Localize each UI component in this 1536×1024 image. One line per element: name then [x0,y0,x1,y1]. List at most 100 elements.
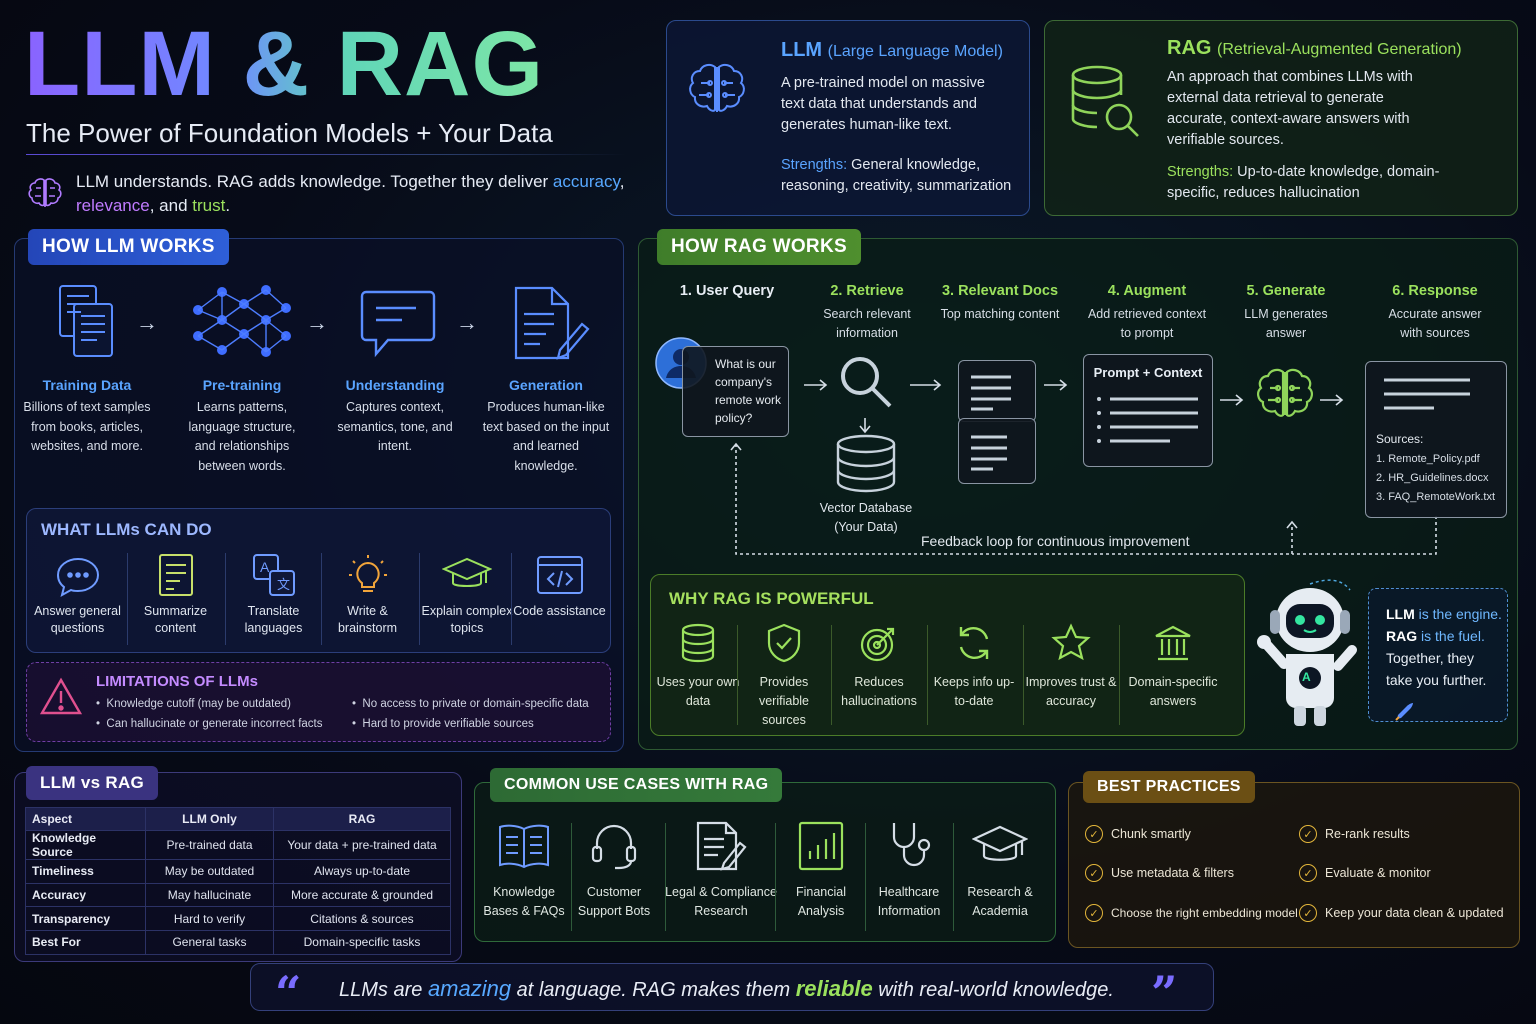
tagline: LLM understands. RAG adds knowledge. Tog… [76,172,625,215]
use-cases-panel: Knowledge Bases & FAQs Customer Support … [474,782,1056,942]
title-rag: RAG [336,13,545,115]
rag-step-generate: 5. Generate LLM generates answer [1244,283,1328,340]
why-rag-title: WHY RAG IS POWERFUL [669,589,874,608]
check-icon: ✓ [1085,825,1103,843]
how-rag-works-tag: HOW RAG WORKS [657,229,861,265]
why-own-data: Uses your own data [651,623,745,711]
use-financial-analysis: Financial Analysis [777,821,865,921]
llm-definition-card: LLM (Large Language Model) A pre-trained… [666,20,1030,216]
can-do-title: WHAT LLMs CAN DO [41,520,212,539]
training-data-icon [56,282,118,362]
check-icon: ✓ [1299,864,1317,882]
rag-step-retrieve: 2. Retrieve Search relevant information [823,283,911,340]
warning-icon [39,677,83,717]
rag-step-augment: 4. Augment Add retrieved context to prom… [1087,283,1207,340]
magnifier-icon [836,352,896,414]
limitation-item: • Knowledge cutoff (may be outdated) [96,698,291,710]
best-practices-tag: BEST PRACTICES [1083,771,1255,803]
rag-definition-card: RAG (Retrieval-Augmented Generation) An … [1044,20,1518,216]
robot-mascot: A [1250,570,1370,730]
rag-step-docs: 3. Relevant Docs Top matching content [940,283,1060,321]
can-summarize: Summarize content [127,553,224,637]
use-cases-tag: COMMON USE CASES WITH RAG [490,768,783,802]
limitation-item: • No access to private or domain-specifi… [352,698,589,710]
title-divider [26,154,626,155]
why-verifiable: Provides verifiable sources [737,623,831,730]
use-legal-compliance: Legal & Compliance Research [665,821,777,921]
check-icon: ✓ [1085,864,1103,882]
can-answer-questions: Answer general questions [29,553,126,637]
svg-text:文: 文 [277,578,290,593]
tagline-accuracy: accuracy [552,172,620,191]
main-title: LLM & RAG [24,18,544,110]
can-explain-topics: Explain complex topics [413,553,521,637]
why-reduces-hallucinations: Reduces hallucinations [831,623,927,711]
source-item: 2. HR_Guidelines.docx [1376,472,1489,484]
check-icon: ✓ [1299,825,1317,843]
quote-text: LLMs are amazing at language. RAG makes … [339,976,1114,1001]
llm-step-understanding: Understanding Captures context, semantic… [337,377,453,453]
header-aspect: Aspect [25,807,146,831]
relevant-doc-1 [958,360,1036,422]
database-search-icon [1069,63,1145,143]
rag-def-title: RAG (Retrieval-Augmented Generation) [1167,37,1462,59]
vector-database-icon [834,434,898,494]
subtitle: The Power of Foundation Models + Your Da… [26,118,553,148]
close-quote-icon: ” [1151,966,1178,1020]
rocket-icon [1393,701,1415,723]
best-practice-item: ✓Re-rank results [1299,825,1410,843]
llm-vs-rag-tag: LLM vs RAG [26,766,159,800]
can-write-brainstorm: Write & brainstorm [319,553,416,637]
svg-text:A: A [260,559,270,575]
why-trust-accuracy: Improves trust & accuracy [1023,623,1119,711]
why-rag-powerful-panel: WHY RAG IS POWERFUL Uses your own data P… [650,574,1245,736]
closing-quote: “ LLMs are amazing at language. RAG make… [250,963,1214,1020]
can-code-assistance: Code assistance [511,553,608,620]
header-rag: RAG [273,807,451,831]
arrow-2: → [306,310,328,335]
llm-step-pretraining: Pre-training Learns patterns, language s… [188,377,296,473]
best-practice-item: ✓Choose the right embedding model [1085,904,1298,922]
user-query-text: What is our company's remote work policy… [715,357,782,425]
message-box-icon [360,288,436,358]
why-domain-specific: Domain-specific answers [1119,623,1227,711]
rag-flow-arrows [730,379,1437,555]
prompt-context-box: Prompt + Context [1083,354,1213,467]
llm-brain-icon [1252,366,1318,430]
llm-step-generation: Generation Produces human-like text base… [482,377,610,473]
check-icon: ✓ [1085,904,1103,922]
llm-def-title: LLM (Large Language Model) [781,39,1003,61]
brain-circuit-icon [685,59,749,129]
limitations-panel: LIMITATIONS OF LLMs • Knowledge cutoff (… [26,662,611,742]
response-box: Sources: 1. Remote_Policy.pdf 2. HR_Guid… [1365,361,1507,518]
table-header-row: Aspect LLM Only RAG [25,807,451,831]
source-item: 1. Remote_Policy.pdf [1376,453,1480,465]
robot-message-box: LLM is the engine. RAG is the fuel. Toge… [1368,588,1508,722]
how-llm-works-tag: HOW LLM WORKS [28,229,229,265]
vector-database-label: Vector Database (Your Data) [819,501,913,534]
best-practice-item: ✓Use metadata & filters [1085,864,1234,882]
tagline-relevance: relevance [76,196,150,215]
llm-def-strengths: Strengths: General knowledge, reasoning,… [781,157,1012,194]
open-quote-icon: “ [275,966,302,1020]
header-llm-only: LLM Only [145,807,274,831]
rag-step-response: 6. Response Accurate answer with sources [1388,283,1482,340]
feedback-loop-label: Feedback loop for continuous improvement [921,533,1190,549]
prompt-context-label: Prompt + Context [1093,365,1203,380]
use-customer-support: Customer Support Bots [571,821,657,921]
title-ampersand: & [242,13,311,115]
source-item: 3. FAQ_RemoteWork.txt [1376,491,1496,503]
arrow-3: → [456,310,478,335]
rag-def-strengths: Strengths: Up-to-date knowledge, domain-… [1167,164,1440,201]
limitation-item: • Hard to provide verifiable sources [352,718,534,730]
check-icon: ✓ [1299,904,1317,922]
document-pen-icon [512,284,592,364]
